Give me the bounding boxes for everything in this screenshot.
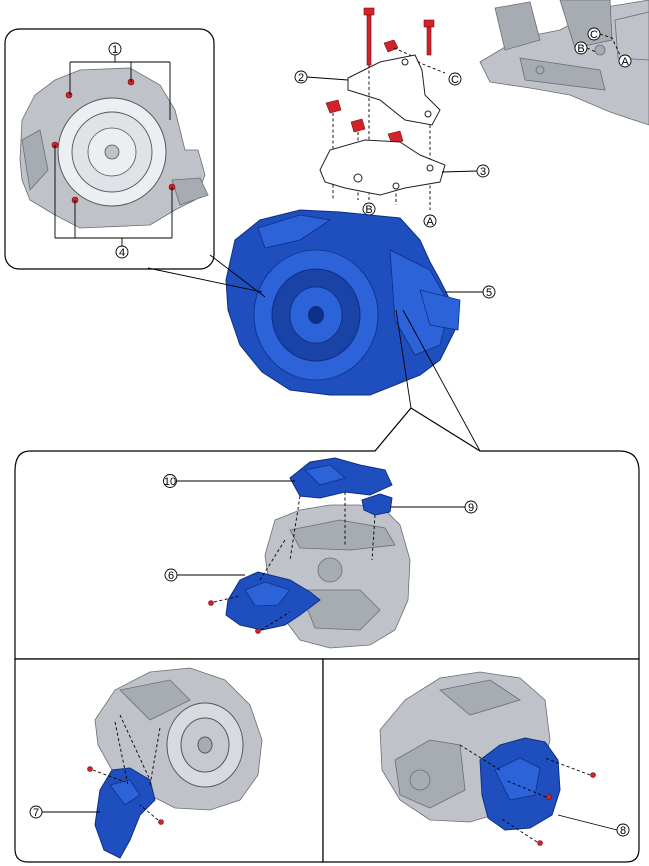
heat-shield-upper-10 [289, 457, 393, 499]
svg-text:A: A [621, 56, 629, 68]
lower-mount-bracket [319, 139, 446, 196]
bolt-mid-left [325, 99, 342, 114]
heat-shield-8 [479, 737, 561, 831]
callout-2: 2 [294, 70, 308, 84]
svg-text:2: 2 [298, 72, 304, 84]
transmission-front-view [19, 67, 209, 229]
svg-text:B: B [577, 43, 584, 55]
callout-10: 10 [163, 474, 177, 488]
frame-mark-a: A [618, 54, 632, 68]
bolt-mid-center [350, 118, 366, 133]
svg-text:C: C [590, 29, 598, 41]
callout-3: 3 [476, 164, 490, 178]
callout-5: 5 [482, 285, 496, 299]
svg-text:A: A [426, 216, 434, 228]
bolt-upper-right [423, 19, 435, 56]
svg-text:4: 4 [119, 247, 125, 259]
heat-shield-small-9 [361, 493, 393, 516]
vehicle-body-frame [479, 0, 649, 126]
svg-text:7: 7 [33, 807, 39, 819]
bolt-upper-left [363, 7, 375, 66]
heat-shield-7 [94, 767, 156, 859]
svg-text:6: 6 [168, 570, 174, 582]
svg-text:5: 5 [486, 287, 492, 299]
upper-mount-bracket [347, 54, 441, 126]
svg-text:1: 1 [112, 44, 118, 56]
svg-text:8: 8 [620, 825, 626, 837]
svg-text:3: 3 [480, 166, 486, 178]
nut-upper-c [383, 39, 399, 53]
callout-c-bracket: C [448, 72, 462, 86]
callout-9: 9 [464, 500, 478, 514]
svg-text:9: 9 [468, 502, 474, 514]
svg-text:B: B [365, 204, 372, 216]
bolt-mid-right [387, 130, 404, 145]
mark-a-bracket: A [423, 214, 437, 228]
svg-text:10: 10 [164, 476, 176, 488]
svg-text:C: C [451, 74, 459, 86]
heat-shield-lower-6 [225, 571, 321, 631]
transmission-assembly-blue [225, 209, 461, 396]
